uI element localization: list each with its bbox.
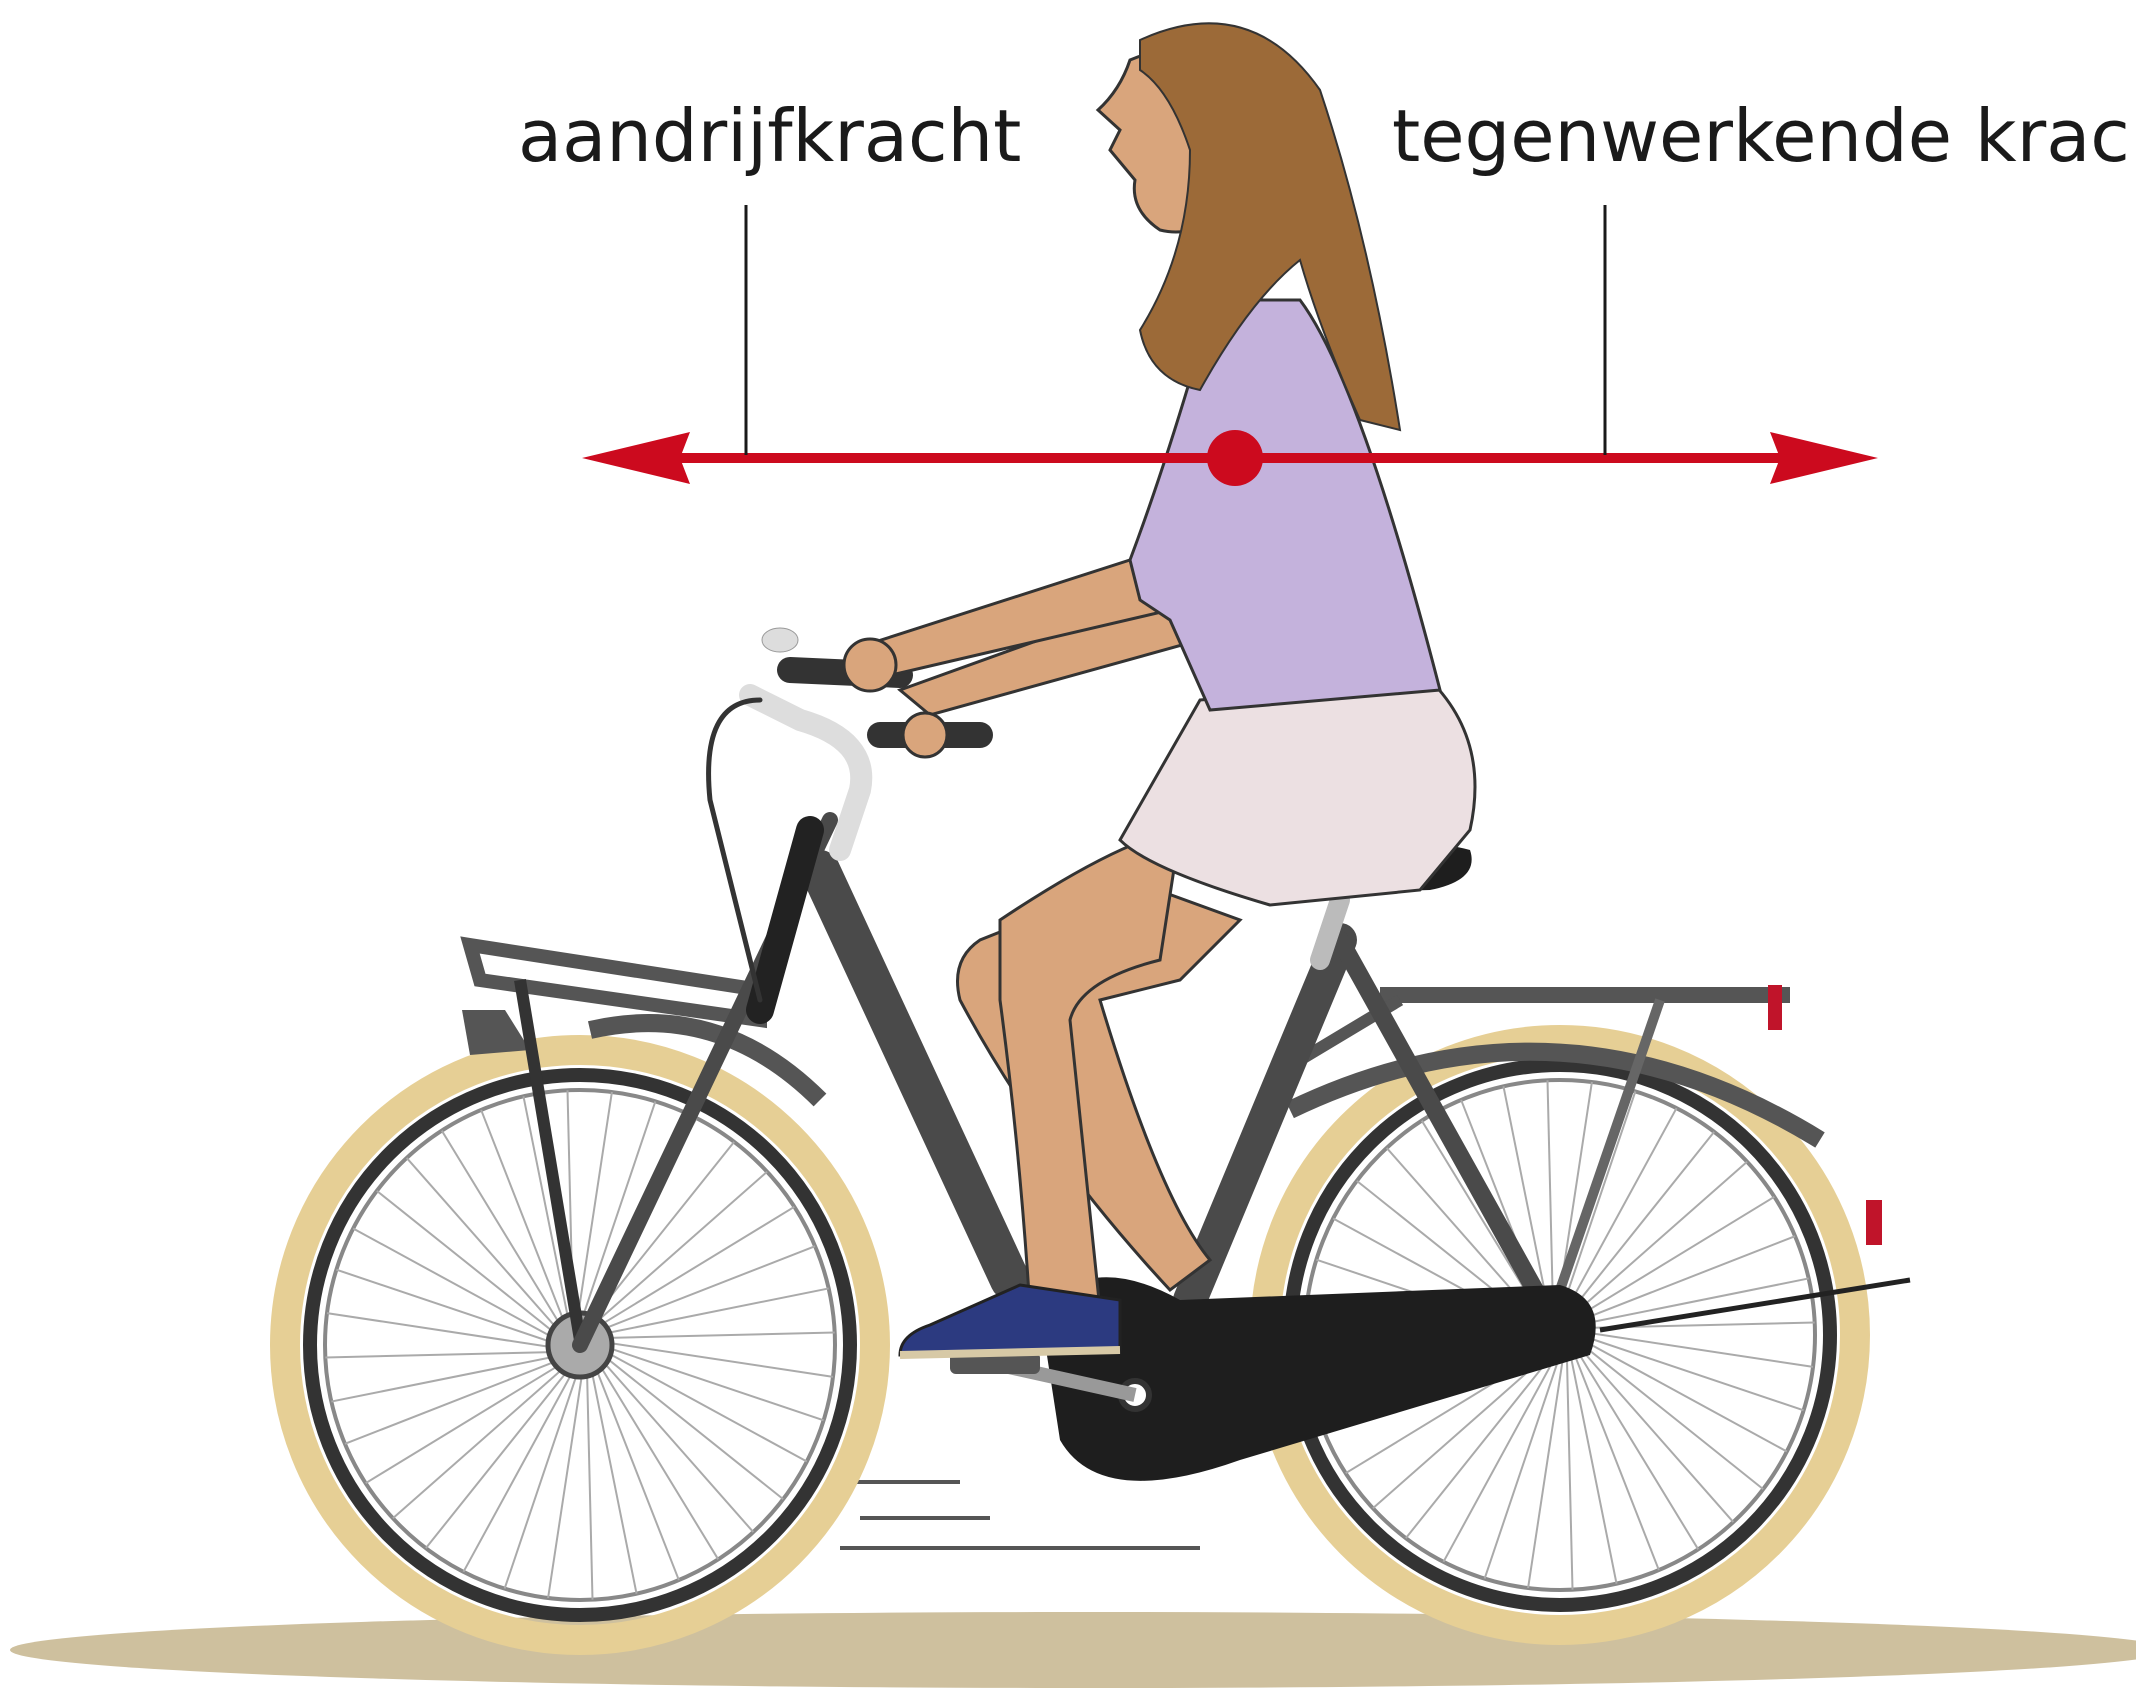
shoe [900, 1285, 1120, 1355]
spoke [366, 1360, 567, 1483]
spoke [325, 1352, 561, 1358]
drive-arrowhead [582, 432, 690, 484]
spoke [548, 1365, 583, 1598]
speed-lines [830, 1482, 1200, 1548]
spoke [595, 1358, 718, 1559]
spoke [345, 1358, 565, 1444]
spoke [587, 1364, 593, 1600]
spoke [1579, 1342, 1763, 1489]
spoke [377, 1191, 561, 1338]
spoke [597, 1355, 753, 1532]
spoke [1570, 1352, 1617, 1583]
spoke [1573, 1197, 1774, 1320]
spoke [1567, 1354, 1573, 1590]
ground-shadow [10, 1612, 2136, 1688]
spoke [1528, 1355, 1563, 1588]
spoke [327, 1313, 560, 1348]
spoke [593, 1360, 679, 1580]
spoke [407, 1158, 563, 1335]
spoke [599, 1352, 783, 1499]
spoke [1575, 1348, 1698, 1549]
spoke [600, 1342, 833, 1377]
spoke [1575, 1236, 1795, 1322]
spoke [599, 1332, 835, 1338]
spoke [597, 1288, 828, 1335]
spoke [1573, 1350, 1659, 1570]
spoke [393, 1362, 570, 1518]
skirt [1120, 680, 1475, 905]
spoke [1567, 1132, 1714, 1316]
spoke [1580, 1332, 1813, 1367]
spoke [331, 1355, 562, 1402]
resist-arrowhead [1770, 432, 1878, 484]
spoke [1547, 1080, 1553, 1316]
point-of-application [1207, 430, 1263, 486]
spoke [1577, 1345, 1733, 1522]
spoke [590, 1362, 637, 1593]
force-arrow [582, 430, 1878, 486]
spoke [426, 1364, 573, 1548]
